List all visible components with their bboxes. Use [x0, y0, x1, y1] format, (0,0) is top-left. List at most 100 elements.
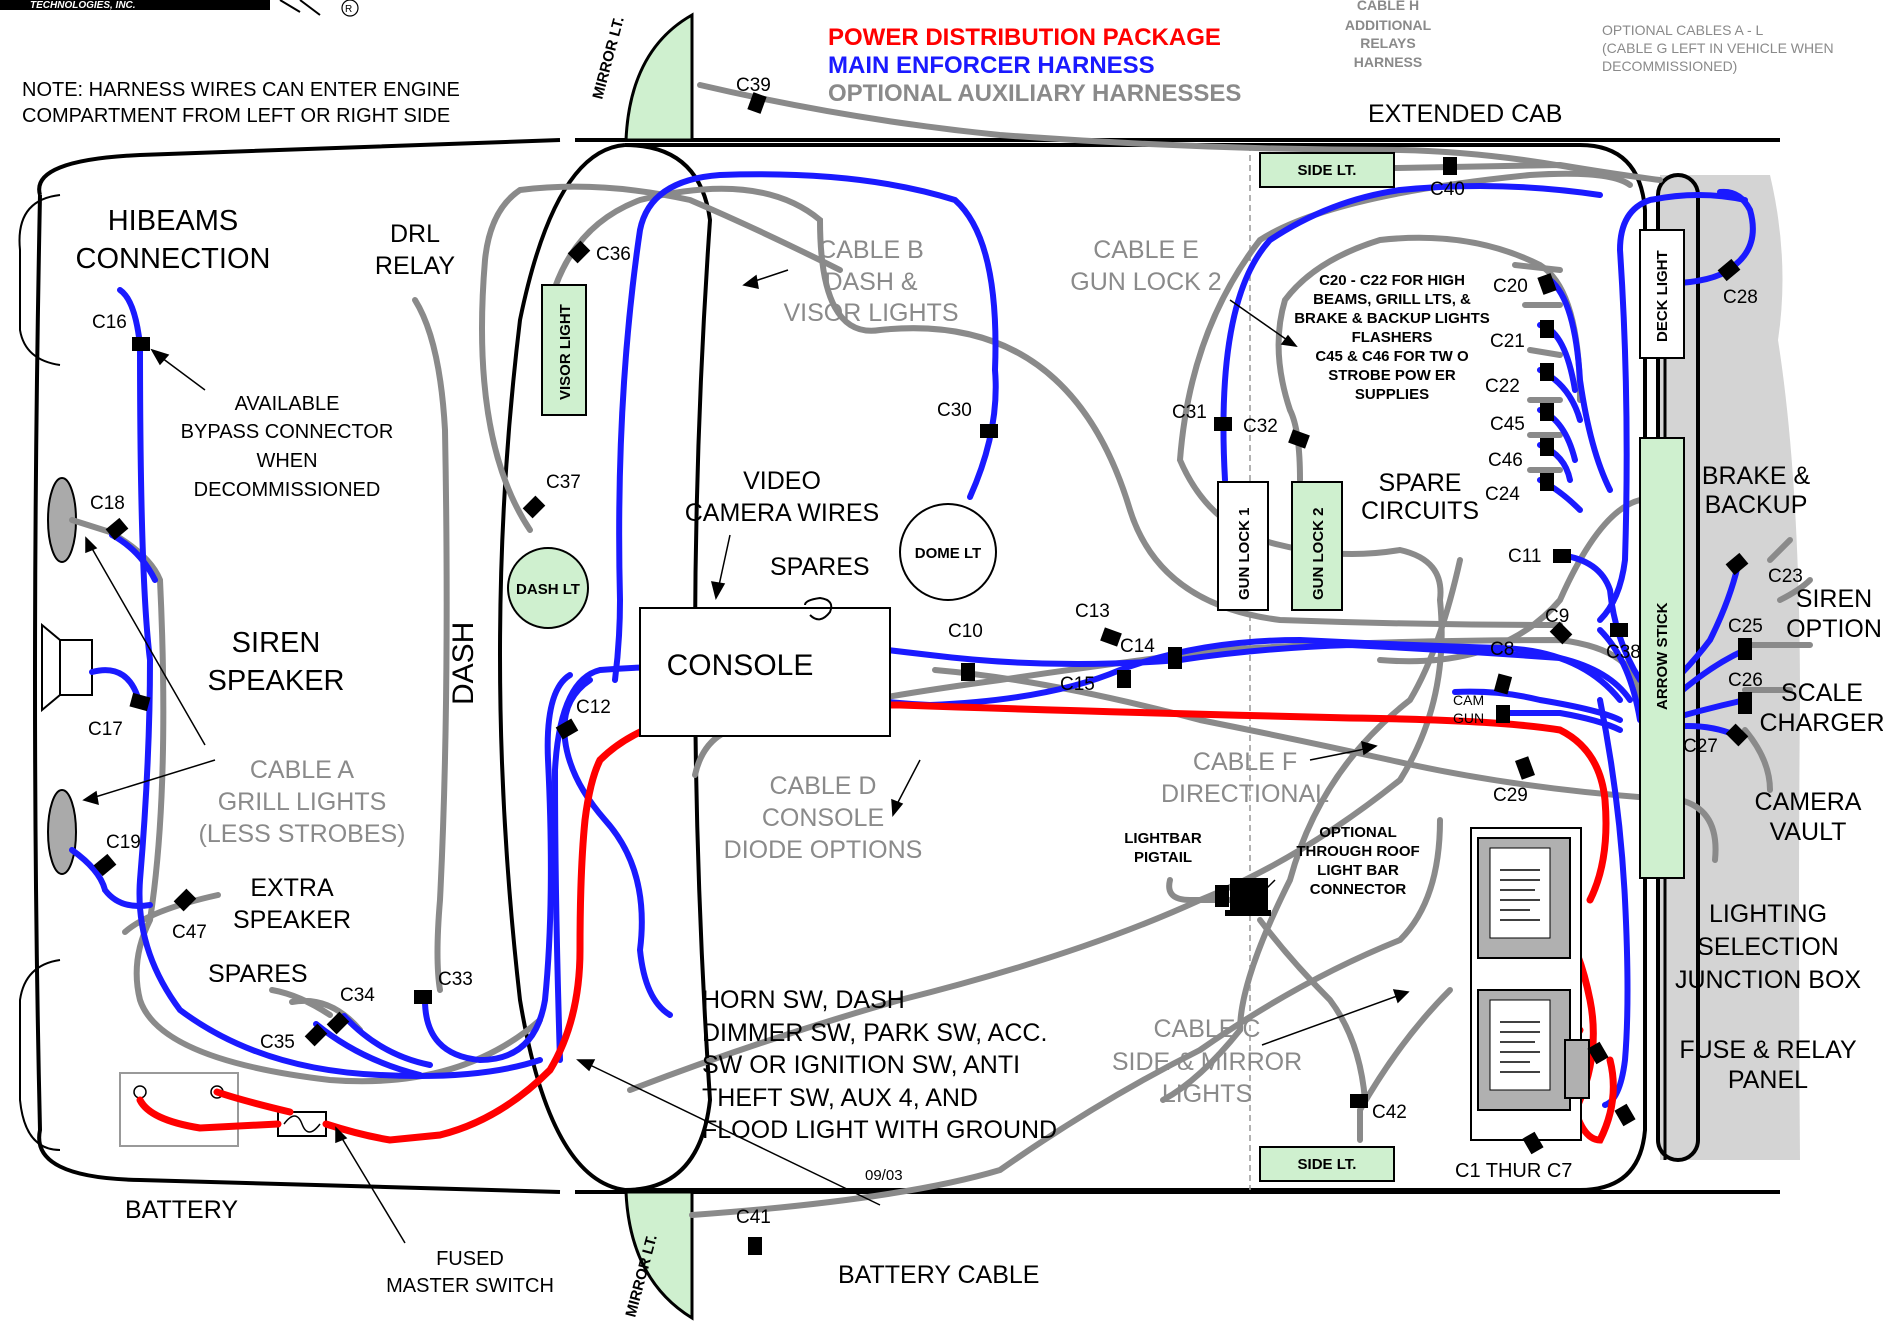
cable-h-note-line: HARNESS	[1354, 54, 1422, 70]
connector-label: C28	[1723, 287, 1758, 308]
cab-interior	[624, 143, 1647, 1192]
lightbar-pigtail	[1166, 877, 1368, 1103]
c1-c7-label: C1 THUR C7	[1455, 1160, 1572, 1182]
fused-label: FUSED	[436, 1248, 504, 1270]
video-label: VIDEO	[743, 467, 821, 495]
c28-deck-wire	[1677, 188, 1756, 286]
gun-lock-2-label: GUN LOCK 2	[1310, 507, 1327, 600]
spare-circuits-label: SPARE	[1379, 469, 1462, 497]
lighting-box-label: SELECTION	[1697, 933, 1839, 961]
connector-label: C14	[1120, 636, 1155, 657]
connector-label: C42	[1372, 1102, 1407, 1123]
logo-text: TECHNOLOGIES, INC.	[30, 0, 136, 11]
battery-terminal-pos	[133, 1085, 147, 1099]
harness-note-line1: NOTE: HARNESS WIRES CAN ENTER ENGINE	[22, 79, 460, 101]
hibeams-label: HIBEAMS	[108, 205, 239, 237]
lightbar-label: PIGTAIL	[1134, 849, 1192, 866]
cable-a-wires	[69, 517, 543, 1085]
relay-note-line: BRAKE & BACKUP LIGHTS	[1294, 310, 1490, 327]
cable-b-wire	[542, 185, 1563, 628]
relay-note-line: C20 - C22 FOR HIGH	[1319, 272, 1465, 289]
arrow-stick	[1639, 437, 1685, 879]
siren-speaker-label: SIREN	[232, 627, 321, 659]
video-label: CAMERA WIRES	[685, 499, 879, 527]
spares-left-label: SPARES	[208, 960, 308, 988]
siren-option-label: OPTION	[1786, 615, 1882, 643]
cam-label: CAM	[1453, 692, 1484, 708]
battery-label: BATTERY	[125, 1196, 238, 1224]
legend-optional: OPTIONAL AUXILIARY HARNESSES	[828, 80, 1241, 107]
cable-d-label: DIODE OPTIONS	[724, 836, 923, 864]
horn-note-line: HORN SW, DASH	[702, 986, 905, 1014]
c31-gunlock-wire	[1220, 183, 1603, 483]
legend-power: POWER DISTRIBUTION PACKAGE	[828, 24, 1221, 51]
cable-h-note: CABLE H ADDITIONAL RELAYS HARNESS	[1345, 0, 1432, 70]
gun-lock-1-label: GUN LOCK 1	[1236, 507, 1253, 600]
connector-label: C39	[736, 75, 771, 96]
extra-speaker-label: SPEAKER	[233, 906, 351, 934]
c30-dome-wire	[612, 171, 999, 683]
fuse-panel-area	[1660, 175, 1800, 1160]
legend-main: MAIN ENFORCER HARNESS	[828, 52, 1155, 79]
company-logo: TECHNOLOGIES, INC. R	[0, 0, 359, 17]
drl-wire	[412, 297, 450, 993]
fuse-panel-label: PANEL	[1728, 1066, 1808, 1094]
connector-label: C25	[1728, 616, 1763, 637]
right-trunk-wire	[1597, 192, 1748, 623]
relay-note-line: FLASHERS	[1352, 329, 1433, 346]
cable-f-label: DIRECTIONAL	[1161, 780, 1329, 808]
cable-e-label: GUN LOCK 2	[1070, 268, 1221, 296]
cable-a-label: (LESS STROBES)	[199, 820, 406, 848]
visor-light	[541, 284, 587, 416]
roof-label: LIGHT BAR	[1317, 862, 1399, 879]
dome-light	[899, 503, 997, 601]
camera-vault-label: CAMERA	[1755, 788, 1862, 816]
spare-circuits-wires	[1512, 262, 1563, 473]
relay-module-top-label	[1489, 847, 1551, 939]
deck-light	[1639, 229, 1685, 359]
dash-light	[507, 547, 589, 629]
connector-label: C46	[1488, 450, 1523, 471]
c11-wire	[1557, 552, 1643, 683]
connector-label: C45	[1490, 414, 1525, 435]
date-code: 09/03	[865, 1167, 903, 1184]
console-box	[639, 607, 891, 737]
c19-wire	[69, 847, 153, 909]
lighting-box-label: JUNCTION BOX	[1675, 966, 1861, 994]
connector-label: C21	[1490, 331, 1525, 352]
relay-module-bottom-label	[1489, 999, 1551, 1091]
bypass-label: DECOMMISSIONED	[194, 479, 381, 501]
connector-label: C18	[90, 493, 125, 514]
connector-label: C24	[1485, 484, 1520, 505]
dome-light-label: DOME LT	[915, 545, 981, 562]
relay-note-line: SUPPLIES	[1355, 386, 1429, 403]
connector-label: C9	[1545, 606, 1569, 627]
bypass-label: WHEN	[256, 450, 317, 472]
c20-c24-wires	[1537, 277, 1613, 513]
harness-note-line2: COMPARTMENT FROM LEFT OR RIGHT SIDE	[22, 105, 450, 127]
extended-cab-label: EXTENDED CAB	[1368, 100, 1562, 128]
cable-a-lower	[122, 892, 221, 935]
cable-d-label: CABLE D	[770, 772, 877, 800]
dash-panel	[498, 143, 626, 1192]
spares-console-label: SPARES	[770, 553, 870, 581]
cable-h-note-line: CABLE H	[1357, 0, 1419, 13]
lighting-box-label: LIGHTING	[1709, 900, 1827, 928]
spare-circuits-label: CIRCUITS	[1361, 497, 1479, 525]
roof-label: THROUGH ROOF	[1296, 843, 1419, 860]
connector-label: C20	[1493, 276, 1528, 297]
bypass-label: BYPASS CONNECTOR	[181, 421, 394, 443]
c38-wire	[1597, 627, 1643, 723]
scale-label: CHARGER	[1759, 709, 1883, 737]
connector-label: C19	[106, 832, 141, 853]
connector-label: C35	[260, 1032, 295, 1053]
console-spares-loop	[804, 596, 833, 621]
horn-note-line: FLOOD LIGHT WITH GROUND	[702, 1116, 1057, 1144]
horn-note-line: THEFT SW, AUX 4, AND	[702, 1084, 978, 1112]
fuse-symbol	[283, 1115, 321, 1133]
relay-note: C20 - C22 FOR HIGH BEAMS, GRILL LTS, & B…	[1294, 272, 1490, 403]
connector-label: C8	[1490, 639, 1514, 660]
hibeams-label: CONNECTION	[76, 243, 271, 275]
connector-label: C40	[1430, 179, 1465, 200]
